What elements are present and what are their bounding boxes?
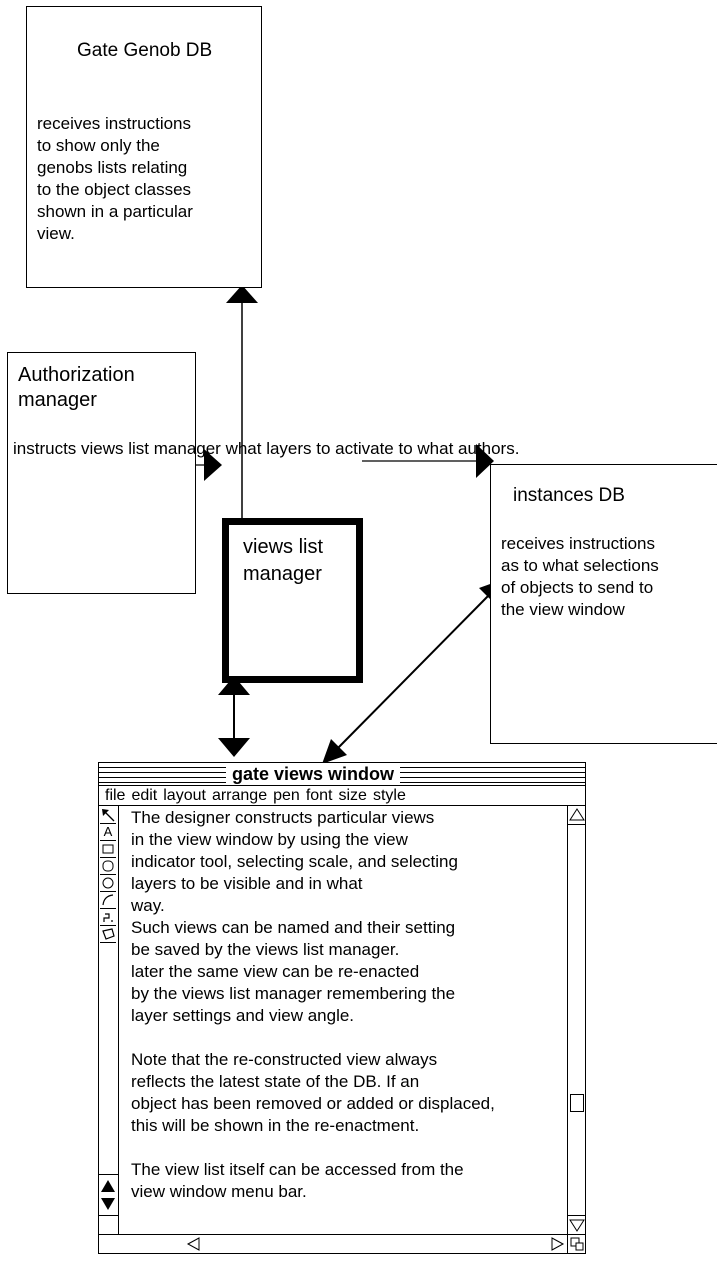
authorization-manager-box: Authorization manager instructs views li… — [7, 352, 519, 594]
arrowhead-diag-bottom — [322, 739, 347, 764]
authorization-manager-body: instructs views list manager what layers… — [13, 439, 520, 458]
views-list-manager-title: views list manager — [243, 536, 324, 585]
authorization-manager-title: Authorization manager — [18, 364, 135, 411]
horizontal-scrollbar[interactable] — [99, 1234, 585, 1254]
window-title-bar[interactable]: gate views window — [99, 763, 585, 786]
instances-db-title: instances DB — [513, 485, 625, 506]
instances-db-box: instances DB receives instructions as to… — [490, 464, 717, 744]
arrowhead-right-instances — [476, 444, 494, 478]
menu-file[interactable]: file — [105, 787, 126, 804]
arc-tool-icon[interactable] — [100, 892, 116, 909]
oval-tool-icon[interactable] — [100, 875, 116, 892]
window-content-text[interactable]: The designer constructs particular views… — [131, 808, 495, 1201]
gate-genob-db-body: receives instructions to show only the g… — [37, 114, 193, 243]
views-list-manager-box: views list manager — [222, 518, 363, 683]
arrow-tool-icon[interactable] — [100, 807, 116, 824]
arrowhead-up-vlm — [218, 676, 250, 695]
arrowhead-down-window — [218, 738, 250, 757]
scroll-up-small-icon[interactable] — [100, 1178, 116, 1194]
rectangle-tool-icon[interactable] — [100, 841, 116, 858]
menu-arrange[interactable]: arrange — [211, 787, 268, 804]
polygon-tool-icon[interactable] — [100, 926, 116, 943]
freehand-tool-icon[interactable] — [100, 909, 116, 926]
gate-genob-db-box: Gate Genob DB receives instructions to s… — [26, 6, 262, 288]
text-tool-icon[interactable]: A — [100, 824, 116, 841]
menu-edit[interactable]: edit — [131, 787, 158, 804]
vertical-scroll-thumb[interactable] — [570, 1094, 584, 1112]
menu-layout[interactable]: layout — [163, 787, 206, 804]
arrowhead-up-genob — [226, 285, 258, 303]
gate-genob-db-title: Gate Genob DB — [77, 40, 213, 61]
tool-palette: A — [99, 806, 119, 1234]
palette-divider — [99, 1174, 118, 1175]
vertical-scrollbar[interactable] — [567, 806, 586, 1234]
menu-pen[interactable]: pen — [273, 787, 300, 804]
scroll-left-arrow-icon[interactable] — [185, 1236, 203, 1253]
rounded-rect-tool-icon[interactable] — [100, 858, 116, 875]
instances-db-body: receives instructions as to what selecti… — [501, 534, 659, 619]
menu-font[interactable]: font — [305, 787, 333, 804]
palette-divider-bottom — [99, 1215, 118, 1216]
menu-size[interactable]: size — [338, 787, 367, 804]
scroll-right-arrow-icon[interactable] — [548, 1236, 566, 1253]
gate-views-window: gate views window file edit layout arrange p… — [98, 762, 586, 1254]
scroll-down-arrow-icon[interactable] — [568, 1215, 586, 1234]
connector-window-instances — [335, 593, 491, 751]
scroll-up-arrow-icon[interactable] — [568, 806, 586, 825]
menu-style[interactable]: style — [372, 787, 406, 804]
resize-grow-box-icon[interactable] — [567, 1235, 586, 1253]
arrowhead-right-vlm — [204, 449, 222, 481]
scroll-down-small-icon[interactable] — [100, 1196, 116, 1212]
window-title: gate views window — [226, 763, 401, 784]
